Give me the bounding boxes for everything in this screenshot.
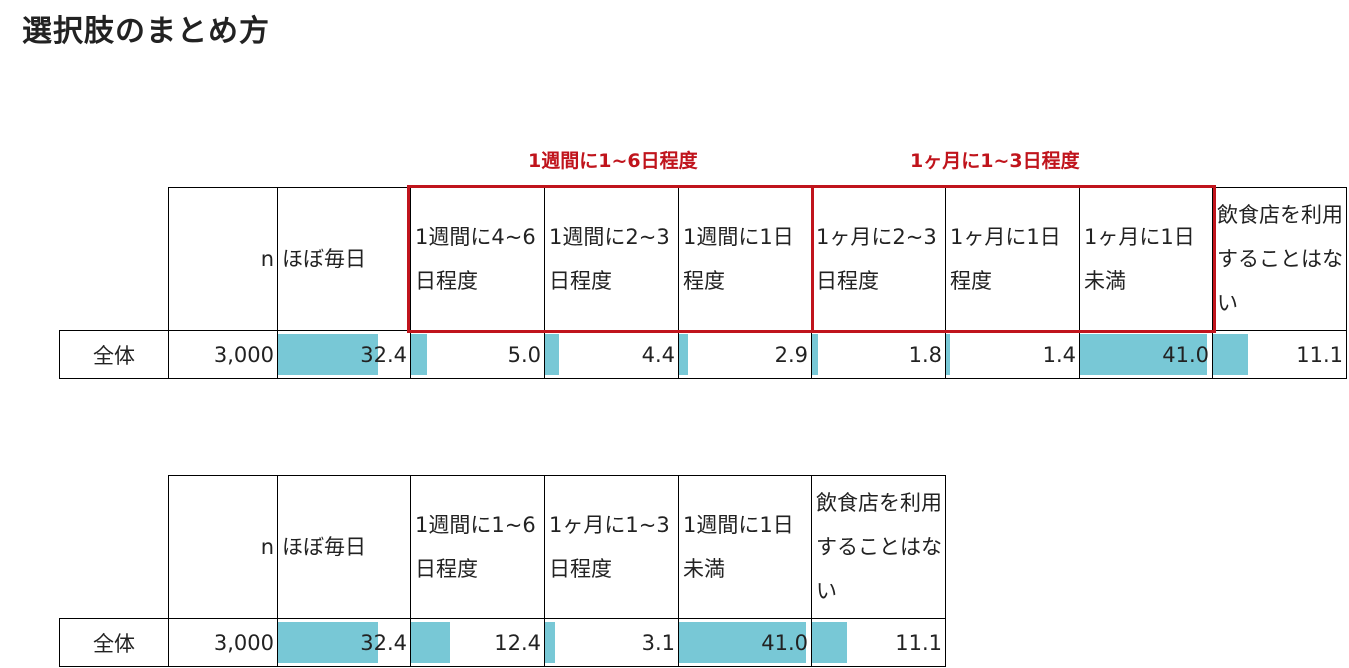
highlight-box-weekly: [407, 185, 814, 333]
value-text: 32.4: [360, 630, 407, 655]
cell-value: 2.9: [678, 330, 812, 379]
value-text: 1.8: [908, 342, 942, 367]
cell-value: 1.4: [945, 330, 1080, 379]
group-label-weekly: 1週間に1~6日程度: [528, 150, 698, 172]
value-text: 2.9: [774, 342, 808, 367]
value-bar: [545, 622, 555, 663]
cell-value: 32.4: [277, 618, 411, 667]
value-text: 4.4: [641, 342, 675, 367]
value-text: 41.0: [1162, 342, 1209, 367]
value-text: 3.1: [641, 630, 675, 655]
value-bar: [1213, 334, 1248, 375]
cell-n: 3,000: [168, 330, 278, 379]
value-bar: [411, 622, 450, 663]
value-text: 11.1: [1296, 342, 1343, 367]
summary-table-detailed: n ほぼ毎日 1週間に4~6日程度 1週間に2~3日程度 1週間に1日程度 1ヶ…: [59, 187, 1347, 379]
page-title: 選択肢のまとめ方: [22, 14, 270, 49]
cell-value: 5.0: [410, 330, 545, 379]
row-label-total: 全体: [59, 618, 169, 667]
row-label-total: 全体: [59, 330, 169, 379]
value-text: 1.4: [1042, 342, 1076, 367]
header-n: n: [168, 475, 278, 619]
value-text: 32.4: [360, 342, 407, 367]
value-bar: [812, 334, 818, 375]
value-text: 11.1: [895, 630, 942, 655]
header-never: 飲食店を利用することはない: [1212, 187, 1347, 331]
value-bar: [1080, 334, 1207, 375]
header-n: n: [168, 187, 278, 331]
cell-value: 1.8: [811, 330, 946, 379]
value-bar: [278, 334, 379, 375]
cell-value: 12.4: [410, 618, 545, 667]
value-bar: [812, 622, 847, 663]
value-bar: [411, 334, 427, 375]
header-monthly-less-1: 1ヶ月に1日未満: [1079, 187, 1213, 331]
cell-value: 3.1: [544, 618, 679, 667]
header-monthly-2-3: 1ヶ月に2~3日程度: [811, 187, 946, 331]
value-bar: [545, 334, 559, 375]
cell-n: 3,000: [168, 618, 278, 667]
summary-table-grouped: n ほぼ毎日 1週間に1~6日程度 1ヶ月に1~3日程度 1週間に1日未満 飲食…: [59, 475, 946, 667]
cell-value: 41.0: [1079, 330, 1213, 379]
value-text: 12.4: [494, 630, 541, 655]
value-bar: [278, 622, 379, 663]
value-text: 41.0: [761, 630, 808, 655]
value-text: 5.0: [507, 342, 541, 367]
cell-value: 32.4: [277, 330, 411, 379]
header-monthly-1-3: 1ヶ月に1~3日程度: [544, 475, 679, 619]
group-label-monthly: 1ヶ月に1~3日程度: [910, 150, 1080, 172]
cell-value: 11.1: [811, 618, 946, 667]
header-weekly-2-3: 1週間に2~3日程度: [544, 187, 679, 331]
header-daily: ほぼ毎日: [277, 187, 411, 331]
header-blank-cell: [59, 475, 169, 619]
value-bar: [946, 334, 951, 375]
value-bar: [679, 622, 806, 663]
header-never: 飲食店を利用することはない: [811, 475, 946, 619]
value-bar: [679, 334, 688, 375]
header-monthly-1: 1ヶ月に1日程度: [945, 187, 1080, 331]
header-weekly-1: 1週間に1日程度: [678, 187, 812, 331]
cell-value: 11.1: [1212, 330, 1347, 379]
cell-value: 41.0: [678, 618, 812, 667]
cell-value: 4.4: [544, 330, 679, 379]
header-blank-cell: [59, 187, 169, 331]
header-daily: ほぼ毎日: [277, 475, 411, 619]
header-weekly-less-1: 1週間に1日未満: [678, 475, 812, 619]
highlight-box-monthly: [811, 185, 1216, 333]
header-weekly-1-6: 1週間に1~6日程度: [410, 475, 545, 619]
